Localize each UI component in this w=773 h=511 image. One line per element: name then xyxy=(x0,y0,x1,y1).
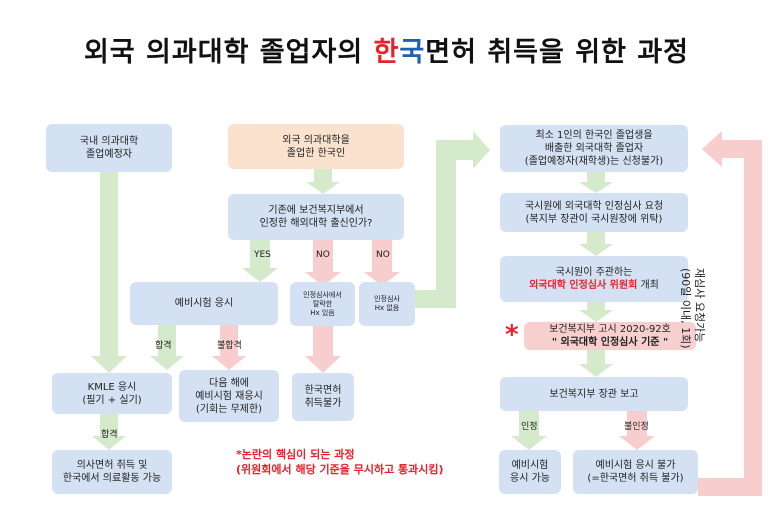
arrow-request-to-committee xyxy=(579,232,613,256)
label-approve: 인정 xyxy=(521,422,538,432)
arrow-no-nohx xyxy=(364,240,400,286)
label-yes: YES xyxy=(254,250,271,260)
arrow-reject xyxy=(619,411,655,450)
arrow-nohx-to-atleast xyxy=(415,131,490,308)
arrow-notice-to-report xyxy=(579,350,613,377)
controversy-note: *논란의 핵심이 되는 과정 (위원회에서 해당 기준을 무시하고 통과시킴) xyxy=(236,448,444,476)
arrow-dropped-to-impossible xyxy=(305,326,341,373)
arrow-pass-to-kmle xyxy=(150,325,184,370)
arrow-approve xyxy=(511,411,547,450)
label-fail: 불합격 xyxy=(217,341,242,351)
arrow-foreign-to-question xyxy=(306,169,340,194)
asterisk-mark: * xyxy=(505,320,519,350)
prelim-exam-box: 예비시험 응시 xyxy=(130,282,278,325)
arrow-rereview xyxy=(698,131,762,496)
arrow-kmle-to-license xyxy=(92,414,126,450)
arrow-no-dropped xyxy=(305,240,341,286)
arrow-domestic-to-kmle xyxy=(91,172,127,373)
kmle-box: KMLE 응시(필기 + 실기) xyxy=(52,373,172,414)
label-pass-1: 합격 xyxy=(155,341,172,351)
page-title: 외국 의과대학 졸업자의 한국면허 취득을 위한 과정 xyxy=(83,37,690,68)
notice-standard-box: 보건복지부 고시 2020-92호" 외국대학 인정심사 기준 " xyxy=(524,322,696,350)
label-no-2: NO xyxy=(376,250,390,260)
arrow-atleast-to-request xyxy=(579,172,613,193)
exam-denied-box: 예비시험 응시 불가(=한국면허 취득 불가) xyxy=(573,450,698,494)
minister-report-box: 보건복지부 장관 보고 xyxy=(500,377,688,411)
review-request-box: 국시원에 외국대학 인정심사 요청(복지부 장관이 국시원장에 위탁) xyxy=(500,193,688,232)
arrow-committee-to-notice xyxy=(579,302,613,322)
rereview-label: 재심사 요청가능 (90일 이내, 1회) xyxy=(679,268,706,349)
label-pass-2: 합격 xyxy=(101,430,118,440)
arrow-fail-to-retake xyxy=(212,325,246,370)
label-reject: 불인정 xyxy=(624,422,649,432)
arrow-yes xyxy=(242,240,278,282)
label-no-1: NO xyxy=(316,250,330,260)
